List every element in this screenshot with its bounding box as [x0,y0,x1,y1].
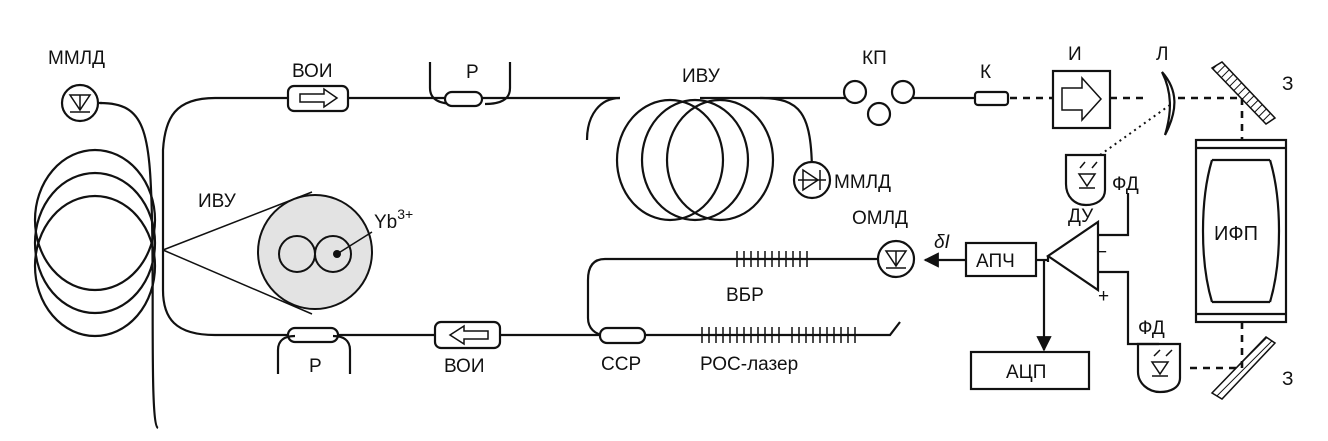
omld-label: ОМЛД [852,208,908,229]
ivu-left-label: ИВУ [198,191,237,212]
left-fiber-coil [33,96,216,430]
free-space-beam [1010,96,1244,370]
du-differential-amplifier [1046,193,1159,346]
omld-pump-diode [876,239,916,279]
fd-bottom-label: ФД [1138,318,1165,339]
ros-laser-label: РОС-лазер [700,354,798,375]
mmld-right-pump-diode [792,160,832,200]
fd-top-label: ФД [1112,174,1139,195]
fd-top-photodiode [1064,153,1107,207]
ssr-label: ССР [601,354,641,375]
voi-bottom-label: ВОИ [444,356,484,377]
kp-polarization-controller [842,79,916,127]
voi-bottom-isolator [433,320,502,350]
delta-i-label: δI [934,232,951,253]
ifp-fabry-perot-interferometer [1194,138,1288,324]
mmld-right-label: ММЛД [834,172,891,193]
acp-label: АЦП [1006,362,1046,383]
apch-frequency-control [923,241,1052,352]
vbr-label: ВБР [726,285,764,306]
du-minus-label: − [1096,242,1107,263]
mmld-left-label: ММЛД [48,48,105,69]
voi-top-label: ВОИ [292,61,332,82]
yb-superscript: 3+ [397,206,413,222]
ssr-coupler [598,326,647,345]
fd-bottom-photodiode [1136,342,1182,394]
acp-adc [969,350,1091,391]
apch-label: АПЧ [976,251,1015,272]
k-label: К [980,62,991,83]
k-collimator [973,90,1010,107]
r-top-label: Р [466,62,479,83]
l-label: Л [1156,44,1168,65]
z-bottom-label: З [1282,369,1293,390]
r-bottom-coupler [276,326,352,374]
ros-laser-grating [701,327,856,343]
fiber-cross-section [162,191,373,315]
bottom-fiber-line [215,257,901,337]
ivu-top-coil [615,98,775,222]
ivu-top-label: ИВУ [682,66,721,87]
voi-top-isolator [286,84,350,113]
kp-label: КП [862,48,887,69]
yb-label: Yb3+ [374,206,413,233]
vbr-bragg-grating [736,251,808,267]
du-plus-label: + [1098,286,1109,307]
i-optical-isolator [1051,69,1112,130]
yb-base: Yb [374,212,397,233]
z-top-mirror [1210,61,1277,125]
du-label: ДУ [1068,206,1094,227]
mmld-left-pump-diode [60,83,102,123]
l-lens [1161,71,1176,136]
r-top-coupler [428,62,512,108]
r-bottom-label: Р [309,356,322,377]
i-label: И [1068,44,1082,65]
ifp-label: ИФП [1214,223,1258,245]
z-bottom-mirror [1210,336,1277,400]
z-top-label: З [1282,74,1293,95]
